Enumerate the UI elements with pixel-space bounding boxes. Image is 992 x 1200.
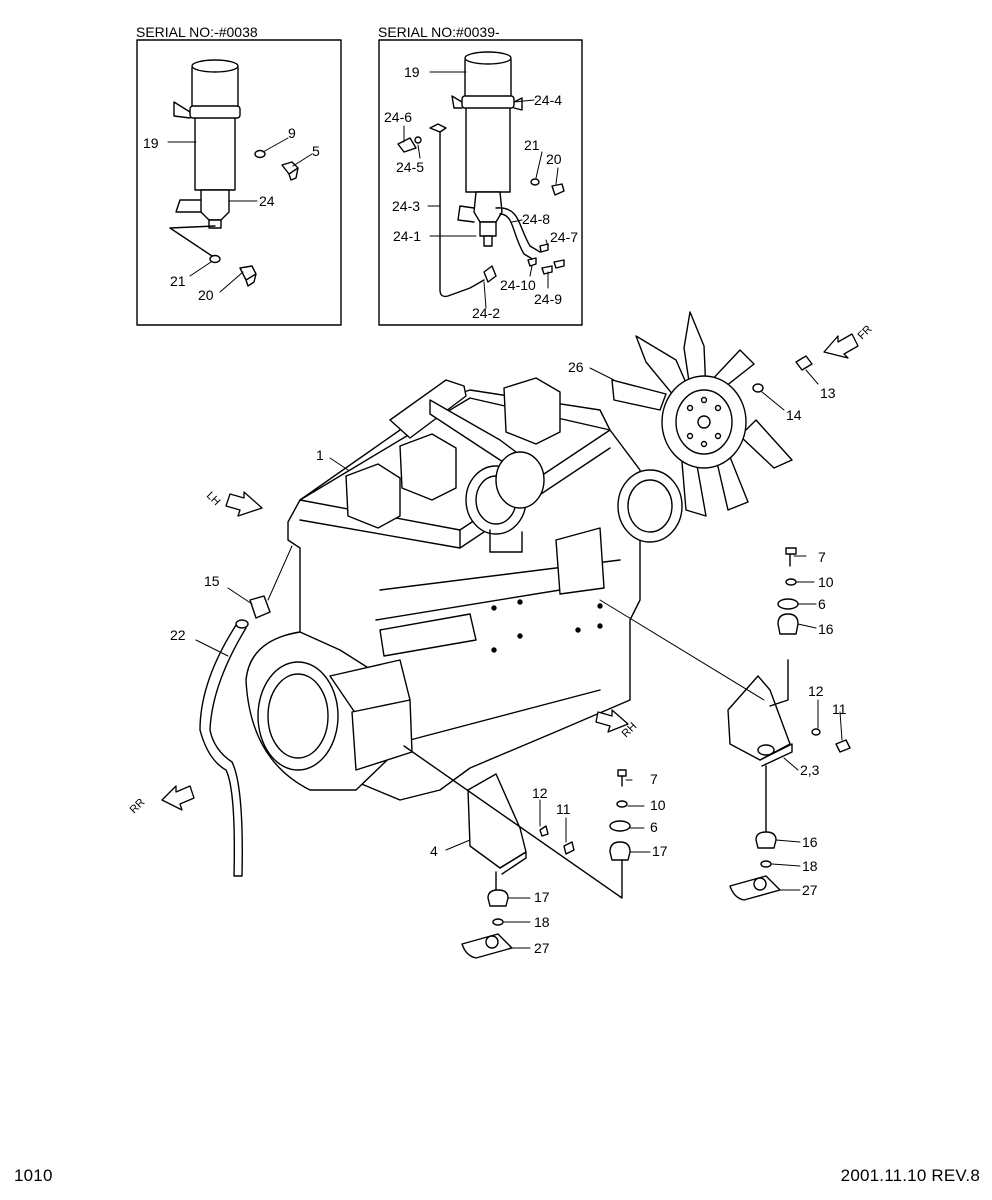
callout-number: 20: [546, 151, 562, 167]
inset-frame-serial-0039: [378, 39, 583, 326]
callout-number: 5: [312, 143, 320, 159]
callout-number: 27: [802, 882, 818, 898]
callout-number: 24-8: [522, 211, 550, 227]
callout-number: 24-9: [534, 291, 562, 307]
callout-number: 13: [820, 385, 836, 401]
inset-serial-label-old: SERIAL NO:-#0038: [136, 24, 258, 40]
fuel-filter-new-drawing: [397, 51, 565, 298]
page-number: 1010: [14, 1166, 53, 1185]
inset-serial-label-new: SERIAL NO:#0039-: [378, 24, 500, 40]
callout-number: 24-6: [384, 109, 412, 125]
inset1-leader-lines: [167, 137, 313, 293]
callout-number: 4: [430, 843, 438, 859]
fuel-filter-old-drawing: [169, 59, 299, 287]
direction-arrow-fr: [823, 333, 859, 359]
callout-number: 7: [650, 771, 658, 787]
direction-label-lh: LH: [204, 490, 222, 508]
main-leader-lines: [195, 367, 843, 949]
callout-number: 27: [534, 940, 550, 956]
callout-number: 19: [143, 135, 159, 151]
callout-number: 17: [652, 843, 668, 859]
callout-number: 10: [818, 574, 834, 590]
callout-number: 10: [650, 797, 666, 813]
inset-frame-serial-0038: [136, 39, 342, 326]
callout-number: 17: [534, 889, 550, 905]
callout-number: 18: [802, 858, 818, 874]
inset2-leader-lines: [403, 71, 559, 309]
direction-label-fr: FR: [856, 323, 875, 342]
mount-bracket-right-drawing: [727, 547, 851, 901]
breather-hose-drawing: [199, 595, 271, 877]
callout-number: 12: [532, 785, 548, 801]
callout-number: 21: [170, 273, 186, 289]
callout-number: 20: [198, 287, 214, 303]
callout-number: 16: [802, 834, 818, 850]
callout-number: 24-4: [534, 92, 562, 108]
callout-number: 9: [288, 125, 296, 141]
callout-number: 14: [786, 407, 802, 423]
callout-number: 24-7: [550, 229, 578, 245]
callout-number: 11: [556, 801, 571, 817]
direction-arrow-lh: [225, 491, 263, 517]
callout-number: 16: [818, 621, 834, 637]
mount-bracket-left-drawing: [403, 745, 631, 959]
callout-number: 24-3: [392, 198, 420, 214]
callout-number: 12: [808, 683, 824, 699]
callout-number: 1: [316, 447, 324, 463]
callout-number: 22: [170, 627, 186, 643]
callout-number: 24: [259, 193, 275, 209]
callout-number: 26: [568, 359, 584, 375]
direction-label-rr: RR: [128, 796, 148, 816]
revision-date: 2001.11.10 REV.8: [840, 1166, 980, 1185]
callout-number: 24-10: [500, 277, 536, 293]
direction-arrow-rr: [161, 785, 195, 811]
engine-block-drawing: [245, 377, 683, 801]
callout-number: 24-2: [472, 305, 500, 321]
callout-number: 7: [818, 549, 826, 565]
callout-number: 19: [404, 64, 420, 80]
callout-number: 21: [524, 137, 540, 153]
direction-arrow-rh: [595, 709, 629, 733]
callout-number: 24-5: [396, 159, 424, 175]
cooling-fan-drawing: [611, 311, 813, 517]
callout-number: 24-1: [393, 228, 421, 244]
callout-number: 11: [832, 701, 847, 717]
callout-number: 6: [818, 596, 826, 612]
callout-number: 6: [650, 819, 658, 835]
callout-number: 15: [204, 573, 220, 589]
callout-number: 18: [534, 914, 550, 930]
callout-number: 2,3: [800, 762, 820, 778]
